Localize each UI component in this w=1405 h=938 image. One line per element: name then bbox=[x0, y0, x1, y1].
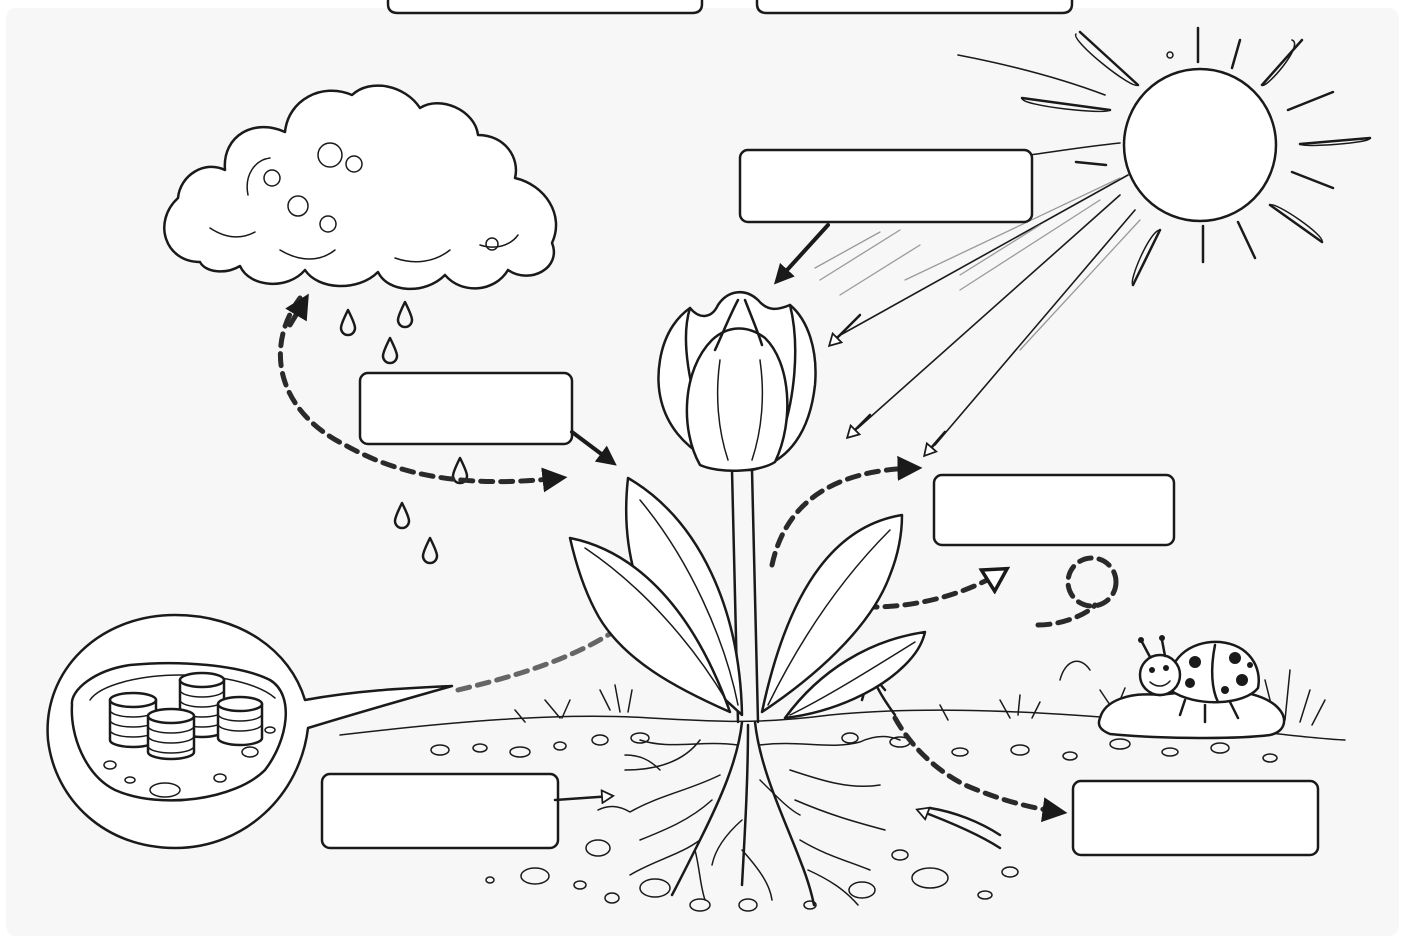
sunlight-label-box[interactable] bbox=[740, 150, 1032, 222]
oxygen-label-box[interactable] bbox=[934, 475, 1174, 545]
top-left-tab[interactable] bbox=[388, 0, 702, 13]
top-right-tab[interactable] bbox=[757, 0, 1072, 13]
soil-label-box[interactable] bbox=[1073, 781, 1318, 855]
water-label-box[interactable] bbox=[360, 373, 572, 444]
coin-stack bbox=[148, 709, 194, 759]
coin-stack bbox=[218, 697, 262, 745]
minerals-label-box[interactable] bbox=[322, 774, 558, 848]
